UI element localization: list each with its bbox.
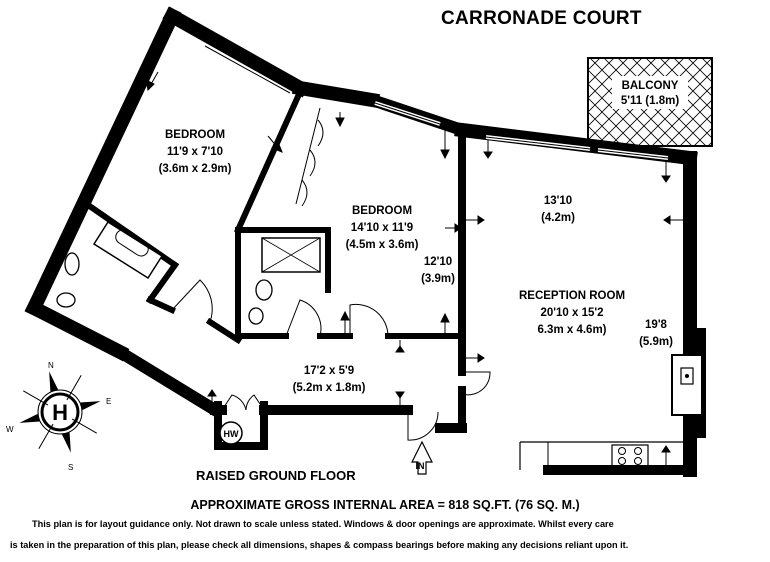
compass-icon: H N E S W <box>6 361 111 472</box>
hall-dim-ft: 17'2 x 5'9 <box>304 365 354 377</box>
floor-plan: BALCONY 5'11 (1.8m) <box>6 6 713 477</box>
bedroom1-dim-m: (3.6m x 2.9m) <box>159 163 232 175</box>
bedroom2-name: BEDROOM <box>352 205 412 217</box>
floor-label: RAISED GROUND FLOOR <box>196 468 356 483</box>
reception-side-ft: 19'8 <box>645 319 668 331</box>
kitchen <box>519 441 690 470</box>
bath <box>56 220 164 308</box>
balcony-label: BALCONY <box>622 80 679 92</box>
shower <box>248 237 321 325</box>
bedroom1-name: BEDROOM <box>165 129 225 141</box>
reception-top-m: (4.2m) <box>541 212 575 224</box>
compass-s: S <box>68 463 73 472</box>
compass-letter: H <box>52 400 68 425</box>
bedroom2-side-m: (3.9m) <box>421 273 455 285</box>
disclaimer-line-1: This plan is for layout guidance only. N… <box>32 519 614 529</box>
dimension-arrows <box>145 71 686 468</box>
compass-w: W <box>6 425 14 434</box>
hall-dim-m: (5.2m x 1.8m) <box>293 382 366 394</box>
hot-water-cupboard: HW <box>219 421 243 445</box>
balcony-dim: 5'11 (1.8m) <box>621 95 680 107</box>
entrance-arrow: IN <box>411 440 433 475</box>
reception-dim-ft: 20'10 x 15'2 <box>540 307 603 319</box>
bedroom2-dim-ft: 14'10 x 11'9 <box>351 222 413 234</box>
compass-n: N <box>48 361 54 370</box>
door-swings <box>171 279 491 441</box>
reception-side-m: (5.9m) <box>639 336 673 348</box>
bedroom2-side-ft: 12'10 <box>424 256 452 268</box>
compass-e: E <box>106 397 111 406</box>
reception-dim-m: 6.3m x 4.6m) <box>537 324 606 336</box>
bedroom2-dim-m: (4.5m x 3.6m) <box>346 239 419 251</box>
entrance-label: IN <box>416 461 425 471</box>
wardrobe <box>295 107 324 207</box>
gross-area: APPROXIMATE GROSS INTERNAL AREA = 818 SQ… <box>190 498 580 512</box>
room-labels: BEDROOM 11'9 x 7'10 (3.6m x 2.9m) BEDROO… <box>159 129 674 394</box>
disclaimer-line-2: is taken in the preparation of this plan… <box>10 540 629 550</box>
balcony: BALCONY 5'11 (1.8m) <box>587 57 713 147</box>
outer-walls <box>24 6 698 477</box>
hw-label: HW <box>224 429 239 439</box>
page-title: CARRONADE COURT <box>441 8 642 29</box>
bedroom1-dim-ft: 11'9 x 7'10 <box>167 146 223 158</box>
reception-top-ft: 13'10 <box>544 195 572 207</box>
reception-name: RECEPTION ROOM <box>519 290 625 302</box>
